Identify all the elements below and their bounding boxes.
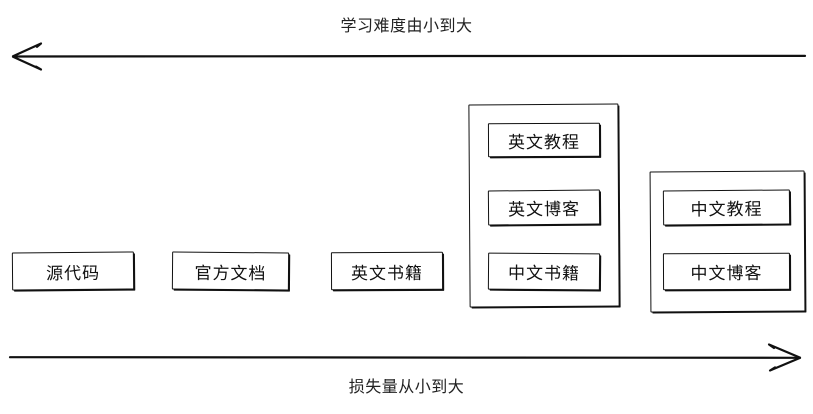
top-axis-label: 学习难度由小到大 bbox=[340, 18, 473, 35]
arrow-left-icon bbox=[11, 42, 807, 71]
node-label: 英文书籍 bbox=[350, 263, 424, 283]
node-label: 源代码 bbox=[45, 263, 101, 283]
bottom-axis-label: 损失量从小到大 bbox=[348, 379, 465, 396]
node-english-tutorial[interactable]: 英文教程 bbox=[487, 122, 601, 158]
node-label: 中文博客 bbox=[690, 263, 763, 284]
node-official-docs[interactable]: 官方文档 bbox=[171, 251, 290, 291]
arrow-right-icon bbox=[8, 343, 802, 372]
node-source-code[interactable]: 源代码 bbox=[11, 251, 135, 291]
bottom-axis-arrow bbox=[0, 338, 813, 383]
node-label: 英文博客 bbox=[507, 199, 581, 220]
node-chinese-tutorial[interactable]: 中文教程 bbox=[662, 189, 791, 226]
node-chinese-blog[interactable]: 中文博客 bbox=[662, 252, 791, 291]
node-label: 中文教程 bbox=[690, 199, 763, 220]
node-label: 英文教程 bbox=[507, 132, 581, 152]
node-english-books[interactable]: 英文书籍 bbox=[330, 251, 444, 291]
top-axis-arrow bbox=[0, 36, 813, 81]
node-label: 中文书籍 bbox=[507, 263, 581, 284]
node-chinese-books[interactable]: 中文书籍 bbox=[487, 252, 601, 291]
node-english-blog[interactable]: 英文博客 bbox=[487, 189, 601, 226]
node-label: 官方文档 bbox=[194, 263, 267, 283]
